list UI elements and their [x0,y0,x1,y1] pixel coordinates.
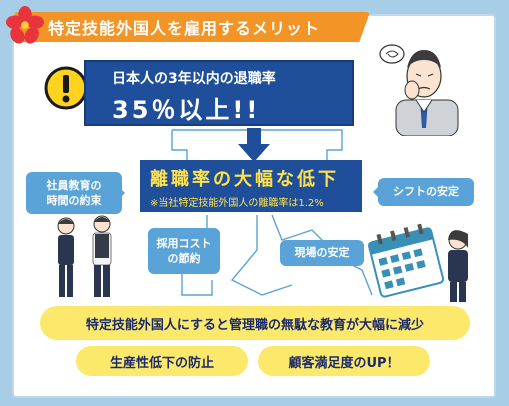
warning-icon [44,66,88,110]
title-banner: 特定技能外国人を雇用するメリット [14,12,370,42]
bubble-training-time-label: 社員教育の 時間の約束 [46,178,102,207]
bubble-shift-stability: シフトの安定 [373,178,474,206]
business-people-illustration [57,215,112,297]
bubble-site-stability: 現場の安定 [280,240,364,266]
turnover-drop-box: 離職率の大幅な低下 ※当社特定技能外国人の離職率は1.2% [140,160,362,212]
result-headline: 離職率の大幅な低下 [150,169,339,190]
benefit-productivity-label: 生産性低下の防止 [109,355,214,371]
bubble-training-time: 社員教育の 時間の約束 [26,172,125,214]
stat-value: 35％以上!! [112,96,261,124]
bubble-shift-stability-label: シフトの安定 [393,185,459,199]
stat-caption: 日本人の3年以内の退職率 [112,71,276,87]
benefit-satisfaction-pill: 顧客満足度のUP！ [258,346,430,376]
benefit-satisfaction-label: 顧客満足度のUP！ [288,355,400,371]
arrow-down-icon [238,128,270,162]
retirement-rate-box: 日本人の3年以内の退職率 35％以上!! [84,60,354,126]
benefit-main-label: 特定技能外国人にすると管理職の無駄な教育が大幅に減少 [85,317,425,333]
worried-man-illustration [379,44,459,136]
calendar-woman-illustration [368,223,468,302]
result-note: ※当社特定技能外国人の離職率は1.2% [150,198,324,209]
benefit-productivity-pill: 生産性低下の防止 [76,346,248,376]
hibiscus-icon [6,6,44,44]
bubble-site-stability-label: 現場の安定 [294,246,350,260]
benefit-main-pill: 特定技能外国人にすると管理職の無駄な教育が大幅に減少 [40,306,470,340]
page-title: 特定技能外国人を雇用するメリット [48,19,321,38]
bubble-hiring-cost-label: 採用コスト の節約 [156,236,212,265]
bubble-hiring-cost: 採用コスト の節約 [148,228,220,274]
